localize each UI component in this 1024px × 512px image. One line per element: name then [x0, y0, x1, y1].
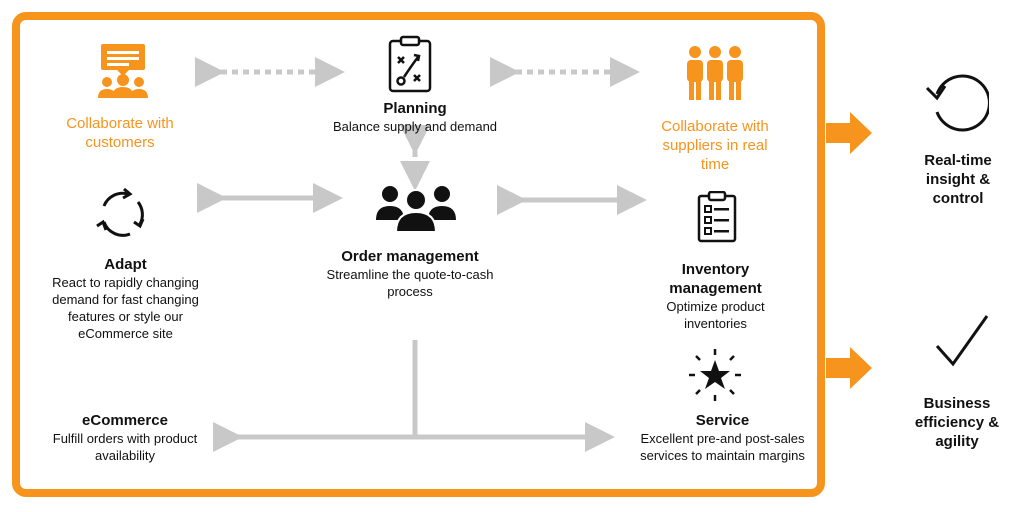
ecommerce-desc: Fulfill orders with product availability: [52, 431, 198, 463]
planning-title: Planning: [383, 100, 447, 117]
inventory-node: Inventory management Optimize product in…: [648, 260, 783, 332]
collab-suppliers-label: Collaborate with suppliers in real time: [661, 118, 769, 173]
process-frame: [12, 12, 825, 497]
order-management-title: Order management: [341, 248, 479, 265]
service-desc: Excellent pre-and post-sales services to…: [640, 431, 805, 463]
inventory-desc: Optimize product inventories: [666, 299, 765, 331]
order-management-node: Order management Streamline the quote-to…: [300, 247, 520, 300]
refresh-icon: [923, 72, 989, 132]
planning-node: Planning Balance supply and demand: [300, 99, 530, 135]
orange-arrow-top: [826, 112, 872, 154]
clipboard-strategy-icon: [388, 35, 432, 93]
adapt-title: Adapt: [104, 256, 147, 273]
ecommerce-title: eCommerce: [82, 412, 168, 429]
inventory-title: Inventory management: [669, 261, 762, 297]
ecommerce-node: eCommerce Fulfill orders with product av…: [40, 411, 210, 464]
adapt-desc: React to rapidly changing demand for fas…: [52, 275, 199, 341]
outcome-business: Business efficiency & agility: [914, 395, 1000, 450]
planning-desc: Balance supply and demand: [332, 119, 498, 134]
service-title: Service: [695, 412, 750, 429]
team-icon: [684, 44, 746, 102]
people-group-icon: [376, 180, 456, 232]
cycle-arrows-icon: [94, 186, 150, 242]
checklist-clipboard-icon: [697, 191, 737, 243]
adapt-node: Adapt React to rapidly changing demand f…: [38, 255, 213, 342]
orange-arrow-bottom: [826, 347, 872, 389]
order-management-desc: Streamline the quote-to-cash process: [326, 267, 494, 299]
checkmark-icon: [933, 314, 989, 370]
chat-group-icon: [95, 42, 151, 100]
collab-customers-label: Collaborate with customers: [66, 115, 174, 151]
outcome-realtime: Real-time insight & control: [924, 152, 992, 207]
star-burst-icon: [687, 347, 743, 403]
service-node: Service Excellent pre-and post-sales ser…: [640, 411, 805, 464]
